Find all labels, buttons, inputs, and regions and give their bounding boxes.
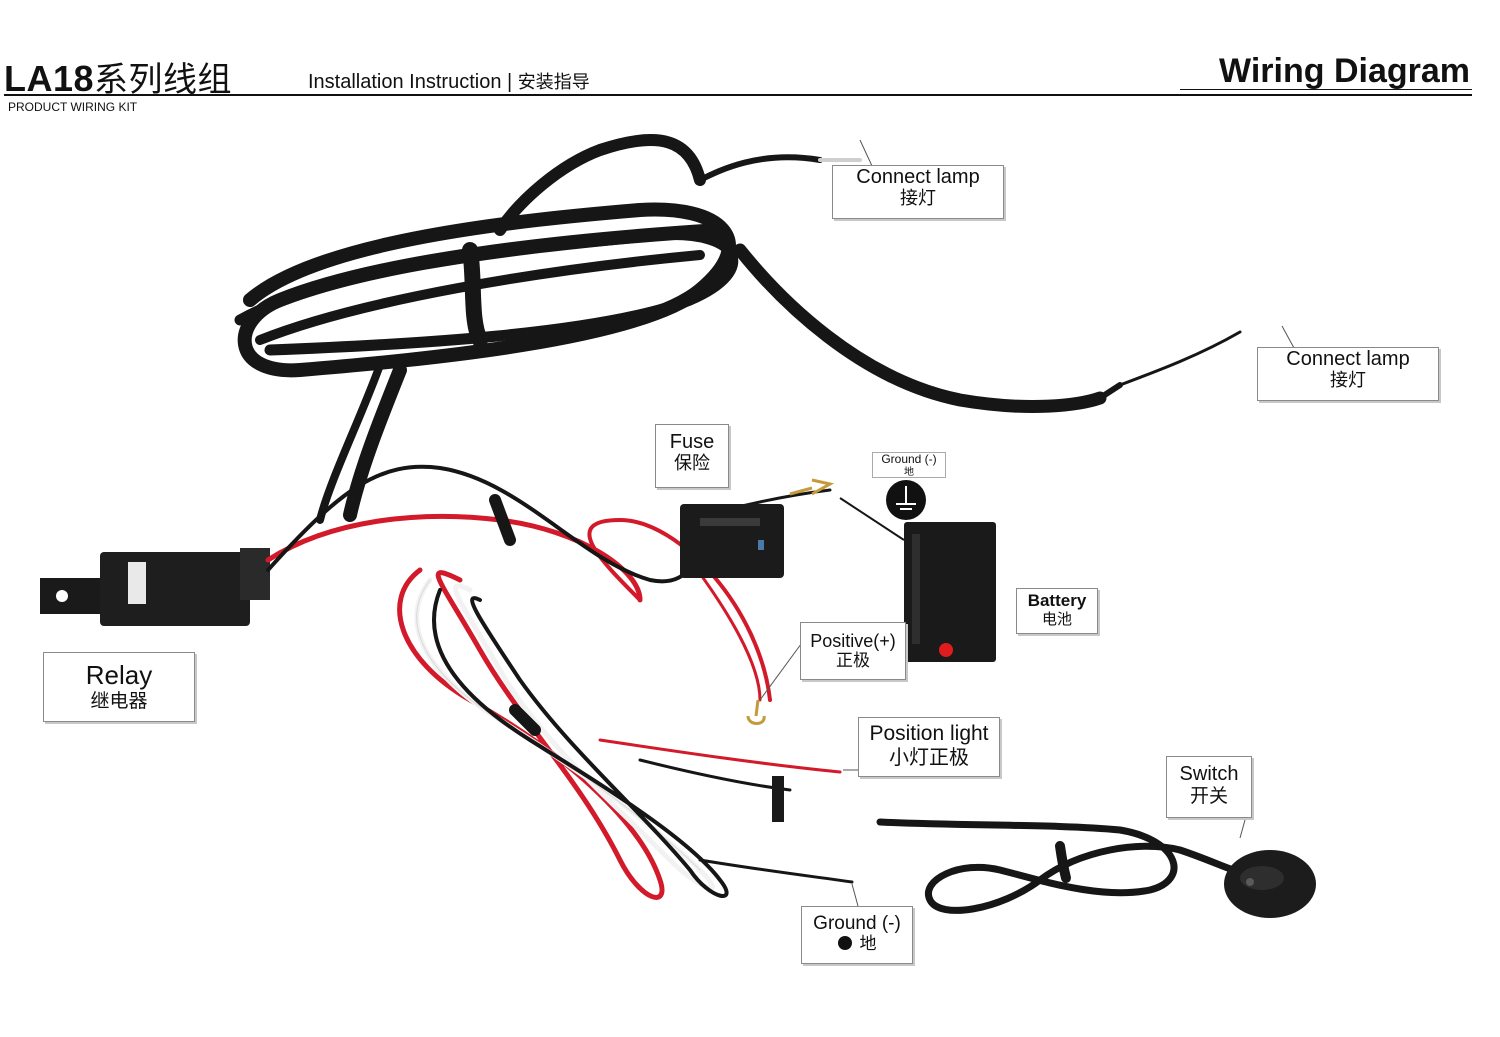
title-underline: [1180, 89, 1472, 90]
position-light-connector-icon: [772, 776, 784, 822]
product-title: LA18系列线组: [4, 52, 232, 101]
battery-icon: [839, 497, 996, 662]
callout-zh: 开关: [1189, 785, 1228, 807]
callout-en: Switch: [1179, 763, 1239, 785]
ground-symbol-icon: [886, 480, 926, 520]
callout-en: Relay: [85, 660, 153, 690]
callout-en: Position light: [869, 722, 989, 745]
callout-ground-bottom: Ground (-) 地: [801, 906, 913, 964]
spade-terminal-icon: [746, 478, 835, 725]
ground-dot-icon: [837, 935, 852, 950]
callout-en: Ground (-): [881, 452, 937, 466]
callout-connect-lamp-upper: Connect lamp 接灯: [832, 165, 1004, 219]
callout-zh: 接灯: [1330, 370, 1366, 391]
callout-relay: Relay 继电器: [43, 652, 195, 722]
subtitle-cn: 安装指导: [517, 72, 590, 93]
subtitle-en: Installation Instruction: [308, 71, 502, 93]
callout-zh: 正极: [836, 650, 870, 671]
callout-zh-row: 地: [802, 933, 912, 955]
callout-zh: 地: [904, 466, 914, 478]
callout-zh: 电池: [1041, 609, 1072, 628]
callout-zh: 保险: [674, 453, 710, 474]
header: LA18系列线组 Installation Instruction | 安装指导…: [0, 0, 1500, 120]
callout-zh: 接灯: [900, 188, 936, 209]
callout-zh: 地: [859, 933, 877, 954]
callout-en: Connect lamp: [1286, 348, 1410, 370]
lamp-harness-coil: [234, 134, 1242, 524]
callout-en: Fuse: [669, 431, 715, 453]
fuse-holder-icon: [680, 504, 784, 578]
callout-zh: 小灯正极: [889, 745, 969, 770]
diagram-title: Wiring Diagram: [1219, 52, 1470, 90]
callout-battery: Battery 电池: [1016, 588, 1098, 634]
series-name-cn: 系列线组: [94, 60, 233, 100]
callout-positive: Positive(+) 正极: [800, 622, 906, 680]
header-divider: [4, 94, 1472, 96]
subtitle-divider: |: [507, 71, 518, 93]
callout-en: Ground (-): [813, 913, 901, 934]
switch-harness-coil: [397, 567, 854, 900]
switch-icon: [876, 818, 1244, 914]
callout-en: Positive(+): [810, 631, 896, 651]
relay-icon: [40, 548, 270, 626]
callout-en: Battery: [1027, 591, 1087, 610]
kit-label: PRODUCT WIRING KIT: [8, 100, 138, 114]
switch-body-icon: [1224, 850, 1316, 918]
callout-position-light: Position light 小灯正极: [858, 717, 1000, 777]
callout-switch: Switch 开关: [1166, 756, 1252, 818]
subtitle: Installation Instruction | 安装指导: [308, 68, 590, 94]
callout-zh: 继电器: [90, 689, 148, 712]
callout-ground-top: Ground (-) 地: [872, 452, 946, 478]
callout-en: Connect lamp: [856, 166, 980, 188]
model-name: LA18: [4, 58, 95, 99]
callout-fuse: Fuse 保险: [655, 424, 729, 488]
callout-connect-lamp-right: Connect lamp 接灯: [1257, 347, 1439, 401]
